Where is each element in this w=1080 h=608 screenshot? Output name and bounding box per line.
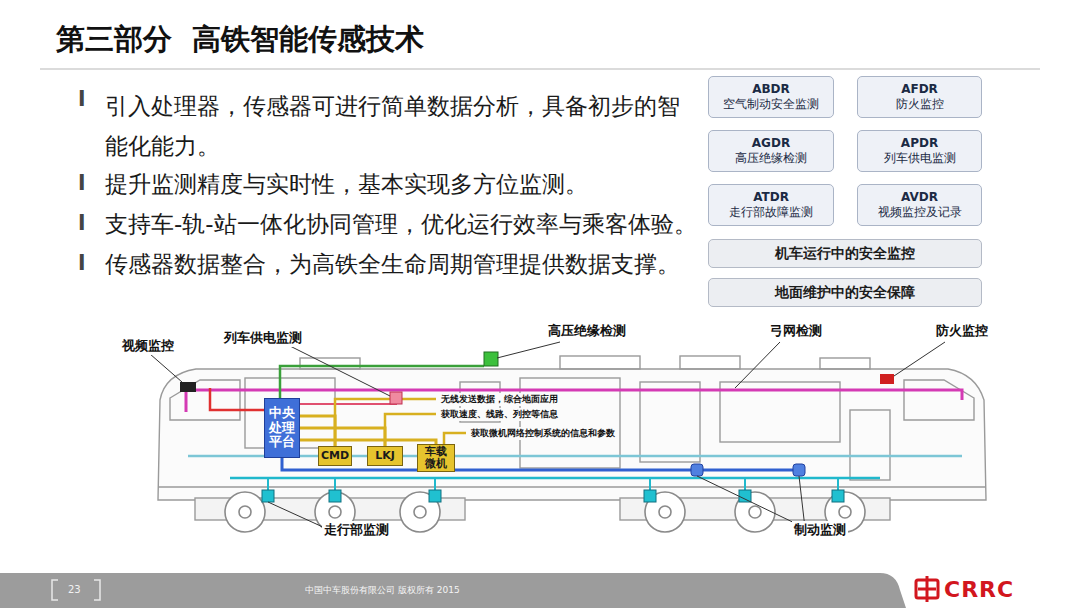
system-box: AVDR视频监控及记录 bbox=[857, 184, 982, 226]
device-box: 车载微机 bbox=[417, 444, 455, 472]
page-bracket bbox=[52, 580, 100, 600]
brake-wire bbox=[282, 458, 800, 470]
node-text: CMD bbox=[321, 449, 349, 463]
node-text: 车载微机 bbox=[425, 446, 447, 470]
category-bar: 地面维护中的安全保障 bbox=[708, 278, 982, 307]
bullet-text: 传感器数据整合，为高铁全生命周期管理提供数据支撑。 bbox=[105, 250, 680, 278]
running-gear-wire bbox=[230, 477, 880, 480]
part-label: 弓网检测 bbox=[768, 322, 824, 340]
part-label: 高压绝缘检测 bbox=[546, 322, 628, 340]
part-label: 视频监控 bbox=[120, 337, 176, 355]
locomotive bbox=[158, 356, 986, 520]
power-wire bbox=[300, 400, 396, 404]
system-box: AFDR防火监控 bbox=[857, 76, 982, 118]
system-box: ABDR空气制动安全监测 bbox=[708, 76, 834, 118]
crrc-emblem bbox=[916, 576, 938, 602]
device-box: LKJ bbox=[367, 446, 403, 466]
data-link bbox=[300, 440, 436, 444]
leader-line bbox=[150, 342, 945, 528]
bullet-text: 提升监测精度与实时性，基本实现多方位监测。 bbox=[105, 170, 588, 198]
node-text: 中央处理平台 bbox=[269, 406, 295, 451]
page-number: 23 bbox=[68, 584, 81, 595]
sensor-drop bbox=[268, 478, 838, 492]
bullet-mark: l bbox=[78, 170, 86, 195]
part-label: 制动监测 bbox=[792, 521, 848, 539]
bullet-mark: l bbox=[78, 86, 86, 111]
system-box: ATDR走行部故障监测 bbox=[708, 184, 834, 226]
node-text: 防火监控 bbox=[896, 97, 944, 112]
node-text: LKJ bbox=[375, 449, 395, 463]
title-rule bbox=[40, 68, 1040, 70]
roof-wire bbox=[186, 390, 962, 412]
sensor bbox=[180, 352, 894, 502]
bus-wire bbox=[188, 455, 962, 458]
part-label: 防火监控 bbox=[934, 322, 990, 340]
device-box: CMD bbox=[318, 446, 352, 466]
bullet-text: 支持车-轨-站一体化协同管理，优化运行效率与乘客体验。 bbox=[105, 210, 697, 238]
node-text: 视频监控及记录 bbox=[878, 205, 962, 220]
annotation: 获取速度、线路、列控等信息 bbox=[440, 408, 559, 421]
processor-box: 中央处理平台 bbox=[264, 398, 300, 458]
bullet-mark: l bbox=[78, 250, 86, 275]
node-text: 走行部故障监测 bbox=[729, 205, 813, 220]
annotation: 获取微机网络控制系统的信息和参数 bbox=[470, 427, 616, 440]
data-link bbox=[300, 428, 385, 446]
system-code: AVDR bbox=[901, 190, 938, 205]
footer-band bbox=[0, 573, 906, 608]
node-text: 地面维护中的安全保障 bbox=[775, 284, 915, 302]
copyright: 中国中车股份有限公司 版权所有 2015 bbox=[305, 584, 460, 597]
system-code: AGDR bbox=[752, 136, 790, 151]
part-label: 列车供电监测 bbox=[222, 329, 304, 347]
video-wire bbox=[210, 388, 264, 410]
node-text: 空气制动安全监测 bbox=[723, 97, 819, 112]
wheel bbox=[225, 492, 865, 532]
annotation: 无线发送数据，综合地面应用 bbox=[440, 393, 559, 406]
system-box: AGDR高压绝缘检测 bbox=[708, 130, 834, 172]
part-label: 走行部监测 bbox=[322, 521, 391, 539]
slide-title: 第三部分 高铁智能传感技术 bbox=[56, 20, 424, 60]
node-text: 列车供电监测 bbox=[884, 151, 956, 166]
system-code: ATDR bbox=[753, 190, 789, 205]
system-box: APDR列车供电监测 bbox=[857, 130, 982, 172]
node-text: 机车运行中的安全监控 bbox=[775, 245, 915, 263]
node-text: 高压绝缘检测 bbox=[735, 151, 807, 166]
system-code: AFDR bbox=[901, 82, 938, 97]
category-bar: 机车运行中的安全监控 bbox=[708, 239, 982, 268]
bullet-text: 引入处理器，传感器可进行简单数据分析，具备初步的智能化能力。 bbox=[105, 86, 690, 166]
bullet-mark: l bbox=[78, 210, 86, 235]
system-code: ABDR bbox=[752, 82, 790, 97]
system-code: APDR bbox=[901, 136, 938, 151]
annotation-leader bbox=[444, 433, 466, 444]
logo-text: CRRC bbox=[944, 577, 1014, 602]
